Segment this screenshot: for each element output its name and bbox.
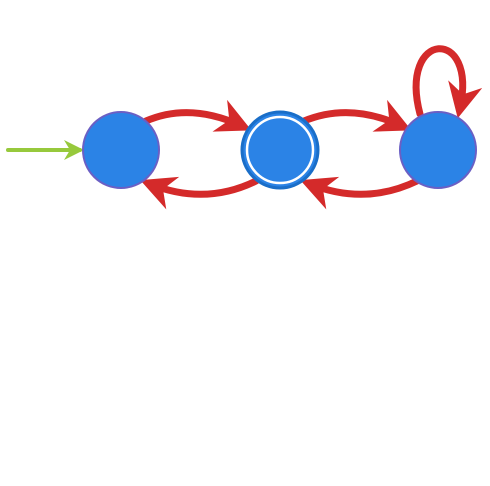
state-s1 [240,110,320,190]
state-s2 [399,111,477,189]
state-s1-accepting-ring [245,115,315,185]
transition-s1-s0 [140,176,260,210]
transition-s1-s2 [300,99,412,132]
state-s0 [82,111,160,189]
transition-s2-self-loop [412,45,483,119]
transition-s2-s1 [300,176,421,210]
transition-s0-s1 [142,99,252,132]
